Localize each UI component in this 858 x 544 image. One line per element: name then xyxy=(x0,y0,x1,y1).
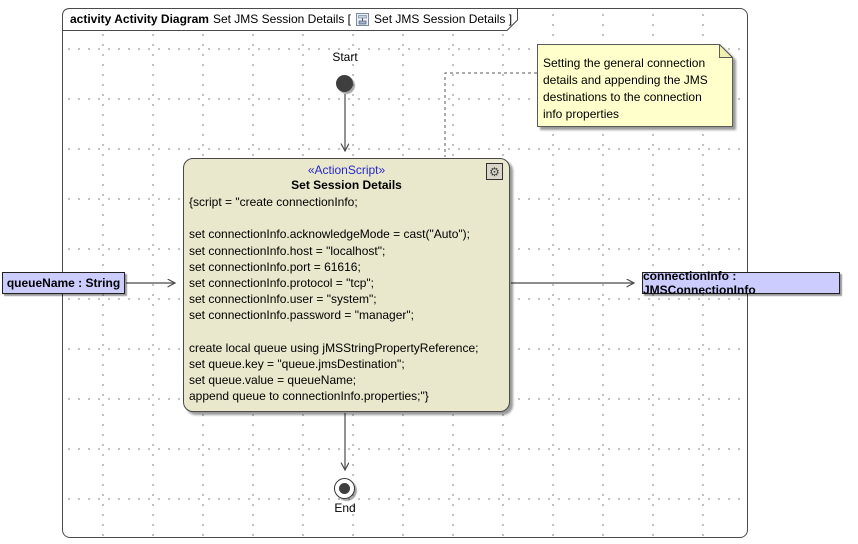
end-node-dot xyxy=(339,483,350,494)
input-pin-label: queueName : String xyxy=(6,276,121,290)
action-node[interactable]: ⚙ «ActionScript» Set Session Details {sc… xyxy=(183,158,510,412)
gear-glyph: ⚙ xyxy=(489,164,500,179)
frame-tab-shape xyxy=(62,8,518,31)
start-node[interactable] xyxy=(336,75,353,92)
output-pin-label: connectionInfo : JMSConnectionInfo xyxy=(643,269,756,297)
note[interactable]: Setting the general connection details a… xyxy=(537,44,733,127)
action-script-text: {script = "create connectionInfo; set co… xyxy=(189,195,479,404)
end-node[interactable] xyxy=(334,478,355,499)
output-pin-connectioninfo[interactable]: connectionInfo : JMSConnectionInfo xyxy=(642,269,840,297)
action-stereotype: «ActionScript» xyxy=(307,163,386,177)
frame-kind-label: activity Activity Diagram xyxy=(70,12,209,26)
note-fold-corner xyxy=(719,44,733,58)
note-text: Setting the general connection details a… xyxy=(543,56,708,121)
frame-diagram-name: Set JMS Session Details [ xyxy=(212,12,352,26)
frame-diagram-ref: Set JMS Session Details ] xyxy=(374,12,513,26)
frame-title-tab[interactable]: activity Activity Diagram Set JMS Sessio… xyxy=(62,8,520,31)
end-label: End xyxy=(334,501,356,515)
input-pin-queuename[interactable]: queueName : String xyxy=(2,272,125,294)
activity-diagram-icon xyxy=(356,12,370,26)
action-name: Set Session Details xyxy=(291,178,402,192)
start-label: Start xyxy=(332,50,358,64)
note-shape xyxy=(537,44,733,127)
gear-icon: ⚙ xyxy=(486,163,503,180)
